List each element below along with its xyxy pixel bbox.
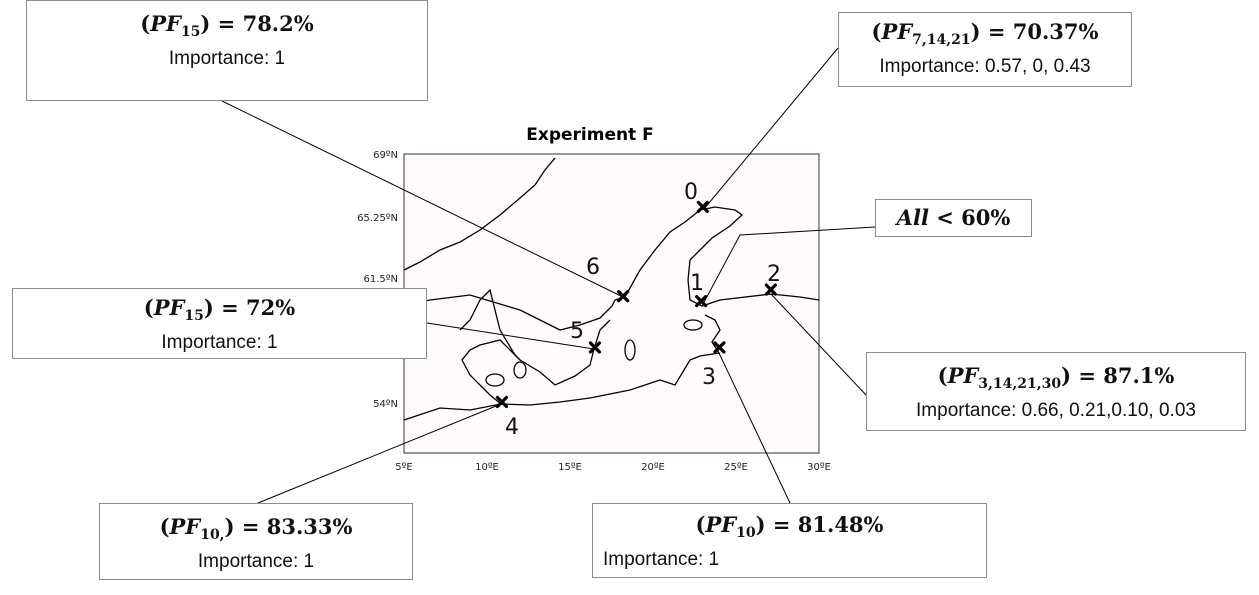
station-label: 5 xyxy=(570,319,584,344)
leader-line-3 xyxy=(718,352,791,504)
annotation-box-0: (PF7,14,21) = 70.37% Importance: 0.57, 0… xyxy=(838,12,1132,87)
station-label: 0 xyxy=(684,180,698,205)
station-label: 3 xyxy=(702,365,716,390)
annotation-box-6: (PF15) = 78.2% Importance: 1 xyxy=(26,0,428,101)
importance-text: Importance: 0.66, 0.21,0.10, 0.03 xyxy=(916,400,1196,422)
lon-tick: 30ºE xyxy=(807,462,831,473)
map-title: Experiment F xyxy=(526,125,654,145)
leader-line-4 xyxy=(257,403,502,504)
leader-line-1 xyxy=(701,226,876,307)
lon-tick: 20ºE xyxy=(641,462,665,473)
lat-tick: 69ºN xyxy=(373,150,398,161)
lon-tick: 25ºE xyxy=(724,462,748,473)
leader-lines xyxy=(221,47,876,504)
lat-tick: 65.25ºN xyxy=(357,213,398,224)
annotation-box-4: (PF10,) = 83.33% Importance: 1 xyxy=(99,503,413,580)
annotation-box-1: All < 60% xyxy=(875,199,1032,237)
importance-text: Importance: 1 xyxy=(197,551,315,573)
importance-text: Importance: 1 xyxy=(168,48,286,70)
lat-tick: 54ºN xyxy=(373,399,398,410)
leader-line-0 xyxy=(703,47,839,210)
annotation-box-5: (PF15) = 72% Importance: 1 xyxy=(12,288,427,359)
station-markers xyxy=(495,200,777,409)
station-label: 1 xyxy=(690,271,704,296)
lat-tick: 61.5ºN xyxy=(364,274,398,285)
station-marker-x-icon xyxy=(617,290,630,303)
importance-text: Importance: 1 xyxy=(161,332,278,354)
station-marker-x-icon xyxy=(495,395,509,409)
leader-line-6 xyxy=(221,100,624,298)
station-marker-x-icon xyxy=(696,200,709,214)
station-label: 6 xyxy=(586,255,600,280)
station-marker-x-icon xyxy=(695,295,708,308)
lon-tick: 15ºE xyxy=(558,462,582,473)
station-marker-x-icon xyxy=(764,283,777,296)
station-marker-x-icon xyxy=(713,341,726,354)
lon-axis: 5ºE 10ºE 15ºE 20ºE 25ºE 30ºE xyxy=(395,462,831,473)
station-labels: 0 1 2 3 4 5 6 xyxy=(505,180,781,440)
coastlines xyxy=(403,157,820,421)
importance-text: Importance: 1 xyxy=(603,549,720,571)
lat-axis: 69ºN 65.25ºN 61.5ºN 54ºN xyxy=(357,150,398,410)
leader-line-2 xyxy=(770,293,867,396)
leader-line-5 xyxy=(426,322,595,350)
lon-tick: 10ºE xyxy=(475,462,499,473)
lon-tick: 5ºE xyxy=(395,462,412,473)
annotation-box-3: (PF10) = 81.48% Importance: 1 xyxy=(592,503,987,578)
map-frame xyxy=(403,153,820,454)
station-label: 2 xyxy=(767,262,781,287)
importance-text: Importance: 0.57, 0, 0.43 xyxy=(879,56,1091,78)
annotation-box-2: (PF3,14,21,30) = 87.1% Importance: 0.66,… xyxy=(866,352,1246,431)
station-marker-x-icon xyxy=(588,341,601,354)
station-label: 4 xyxy=(505,415,519,440)
